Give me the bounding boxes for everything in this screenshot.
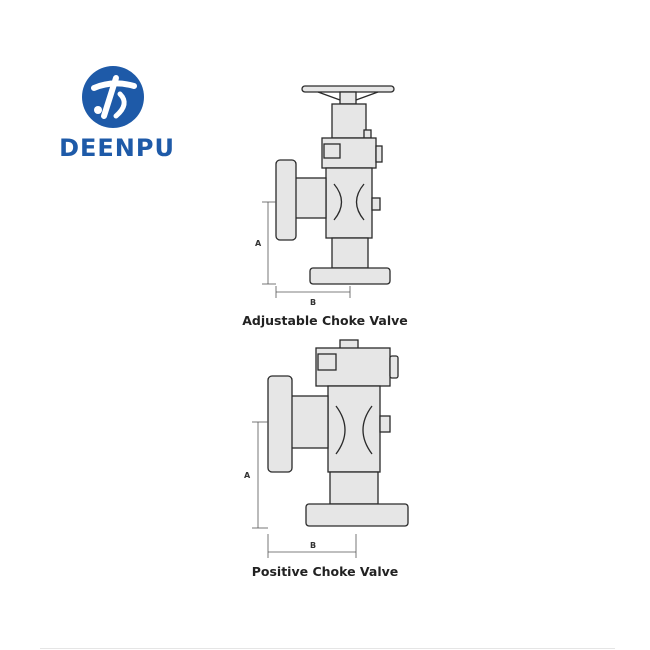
positive-choke-valve-drawing: A B (244, 339, 409, 558)
positive-choke-valve-caption: Positive Choke Valve (251, 564, 399, 579)
dimension-a-label: A (255, 239, 262, 248)
deenpu-logo-icon (82, 66, 144, 128)
brand-name: DEENPU (59, 134, 175, 162)
adjustable-choke-valve-caption: Adjustable Choke Valve (242, 313, 408, 328)
dimension-a-label: A (244, 471, 251, 480)
brand-logo: DEENPU (52, 64, 182, 164)
adjustable-choke-valve-drawing: A B (255, 85, 395, 307)
divider (40, 648, 615, 649)
dimension-b-label: B (310, 541, 316, 550)
dimension-b-label: B (310, 298, 316, 307)
